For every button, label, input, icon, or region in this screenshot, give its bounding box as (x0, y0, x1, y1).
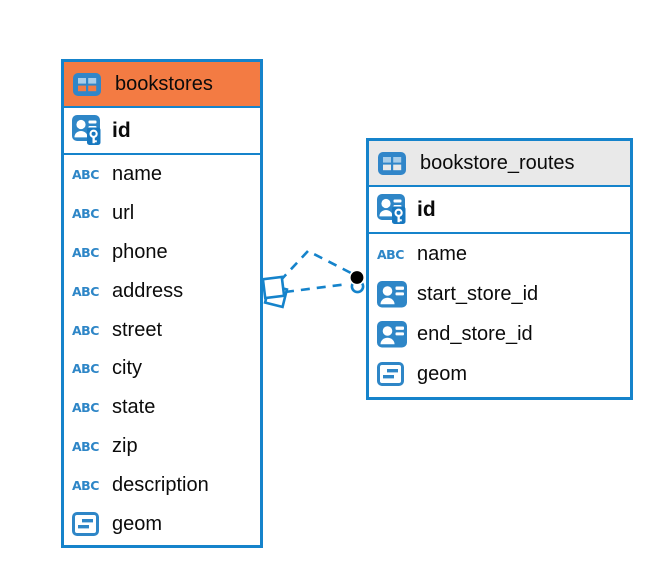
column-row-city[interactable]: ABC city (64, 349, 260, 388)
text-type-glyph: ABC (72, 439, 99, 455)
text-type-glyph: ABC (72, 400, 99, 416)
column-name: street (112, 318, 163, 341)
column-row-name[interactable]: ABC name (369, 234, 630, 274)
text-type-icon: ABC (72, 400, 105, 415)
table-title: bookstores (115, 72, 213, 95)
table-bookstore-routes[interactable]: bookstore_routes id ABC name start_store_… (366, 138, 633, 400)
column-row-geom[interactable]: geom (369, 354, 630, 394)
column-row-end_store_id[interactable]: end_store_id (369, 314, 630, 354)
column-name: description (112, 474, 209, 497)
column-row-phone[interactable]: ABC phone (64, 233, 260, 272)
column-name: end_store_id (417, 322, 533, 345)
text-type-icon: ABC (72, 245, 105, 260)
text-type-icon: ABC (72, 361, 105, 376)
column-row-name[interactable]: ABC name (64, 155, 260, 194)
person-ref-icon (377, 320, 410, 348)
text-type-glyph: ABC (72, 322, 99, 338)
column-name: geom (417, 362, 468, 385)
column-row-street[interactable]: ABC street (64, 311, 260, 350)
column-name: name (417, 242, 468, 265)
person-key-icon (377, 194, 410, 225)
text-type-glyph: ABC (377, 246, 404, 262)
table-header[interactable]: bookstores (64, 62, 260, 108)
table-title: bookstore_routes (420, 151, 575, 174)
text-type-glyph: ABC (72, 361, 99, 377)
text-type-glyph: ABC (72, 283, 99, 299)
column-row-description[interactable]: ABC description (64, 466, 260, 505)
text-type-glyph: ABC (72, 205, 99, 221)
person-key-icon (72, 115, 105, 146)
text-type-icon: ABC (72, 478, 105, 493)
primary-key-row[interactable]: id (64, 108, 260, 155)
column-name: state (112, 396, 156, 419)
text-type-glyph: ABC (72, 166, 99, 182)
table-header[interactable]: bookstore_routes (369, 141, 630, 187)
column-row-address[interactable]: ABC address (64, 272, 260, 311)
relationship-line[interactable] (284, 282, 349, 294)
text-type-icon: ABC (377, 247, 410, 262)
column-name: name (112, 162, 163, 185)
text-type-icon: ABC (72, 167, 105, 182)
text-type-glyph: ABC (72, 478, 99, 494)
column-name: phone (112, 240, 168, 263)
text-type-icon: ABC (72, 439, 105, 454)
table-icon (378, 151, 411, 175)
text-type-icon: ABC (72, 323, 105, 338)
geometry-type-icon (377, 362, 410, 386)
geometry-type-icon (72, 512, 105, 537)
column-name: geom (112, 512, 163, 535)
relationship-source-anchor-icon[interactable] (261, 275, 289, 309)
column-name: url (112, 201, 135, 224)
column-name: start_store_id (417, 282, 539, 305)
column-list: ABC name start_store_id end_store_id geom (369, 234, 630, 394)
column-row-url[interactable]: ABC url (64, 194, 260, 233)
text-type-icon: ABC (72, 206, 105, 221)
text-type-icon: ABC (72, 284, 105, 299)
column-row-state[interactable]: ABC state (64, 388, 260, 427)
relationship-target-anchor-icon[interactable] (348, 269, 365, 294)
column-name: zip (112, 435, 138, 458)
column-row-geom[interactable]: geom (64, 505, 260, 544)
relationship-line[interactable] (279, 249, 352, 282)
primary-key-label: id (417, 197, 436, 221)
primary-key-label: id (112, 118, 131, 142)
column-name: address (112, 279, 184, 302)
primary-key-row[interactable]: id (369, 187, 630, 234)
column-row-zip[interactable]: ABC zip (64, 427, 260, 466)
column-row-start_store_id[interactable]: start_store_id (369, 274, 630, 314)
column-name: city (112, 357, 142, 380)
person-ref-icon (377, 280, 410, 308)
text-type-glyph: ABC (72, 244, 99, 260)
table-icon (73, 72, 106, 96)
